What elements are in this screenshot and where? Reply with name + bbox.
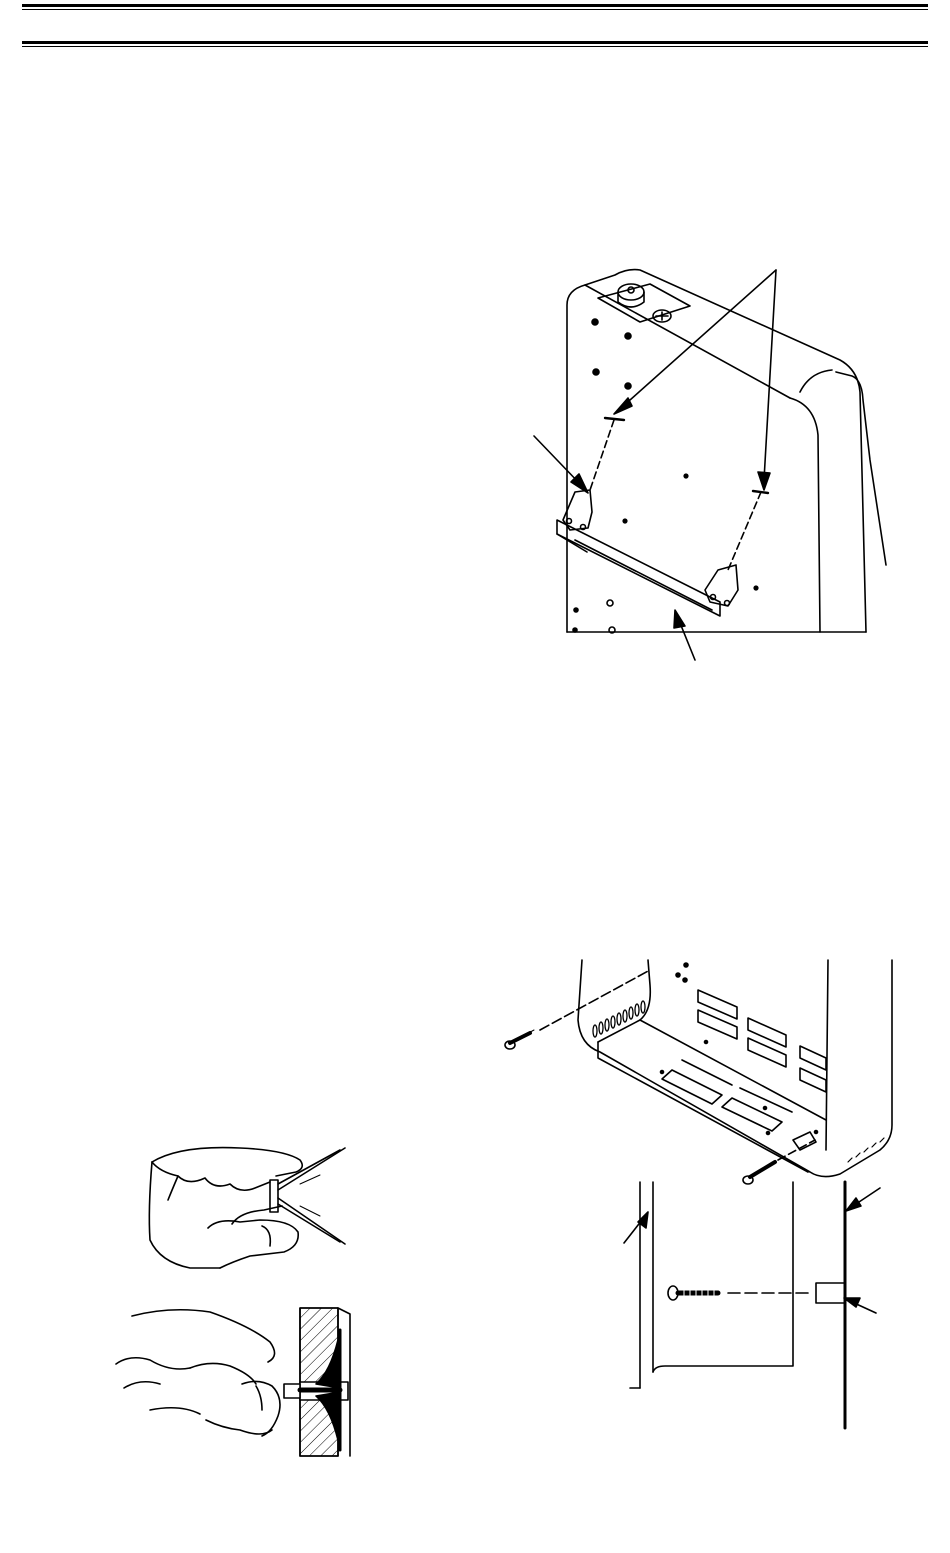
mounting-bracket-figure xyxy=(520,265,900,665)
header-rule xyxy=(22,41,928,47)
base-screw-figure xyxy=(495,955,905,1440)
top-rule xyxy=(22,4,928,10)
anchor-insert-figure xyxy=(110,1300,360,1460)
anchor-squeeze-figure xyxy=(140,1140,360,1275)
